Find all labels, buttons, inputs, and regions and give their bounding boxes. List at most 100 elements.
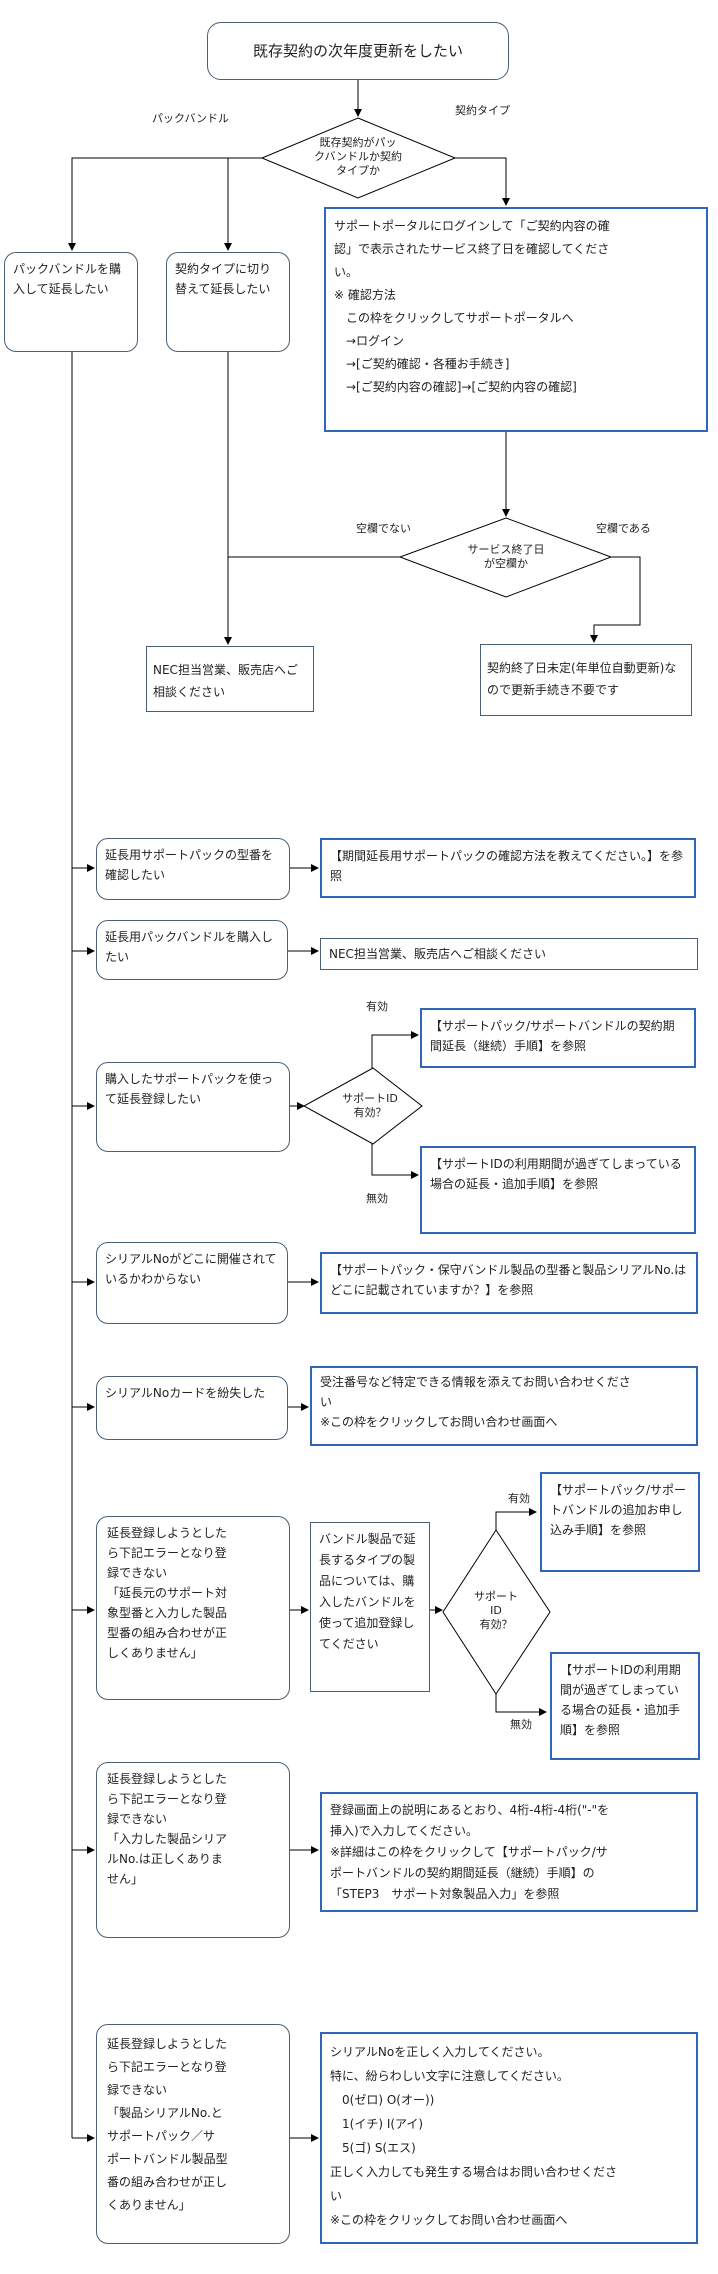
- decision1-diamond: [260, 117, 457, 199]
- row1-question-box: 延長用サポートパックの型番を確認したい: [96, 838, 290, 900]
- row8-question-line: 番の組み合わせが正し: [107, 2175, 228, 2189]
- row6-decision-label: サポート ID 有効？: [456, 1590, 536, 1632]
- row8-answer-line: い: [330, 2189, 343, 2203]
- row2-question-box: 延長用パックバンドルを購入したい: [96, 920, 288, 980]
- row7-answer-line: 挿入)で入力してください。: [330, 1824, 478, 1838]
- row6-label-invalid: 無効: [510, 1718, 532, 1731]
- row7-question-line: 録できない: [107, 1812, 168, 1826]
- row8-question-line: 「製品シリアルNo.と: [107, 2106, 223, 2120]
- row7-answer-line: ポートバンドルの契約期間延長（継続）手順】の: [330, 1866, 595, 1880]
- row6-question-line: 型番の組み合わせが正: [107, 1626, 228, 1640]
- row8-answer-line: 1(イチ) I(アイ): [330, 2117, 424, 2131]
- row3-label-valid: 有効: [366, 1000, 388, 1013]
- row8-answer-line: 正しく入力しても発生する場合はお問い合わせくださ: [330, 2165, 618, 2179]
- decision1-label: 既存契約がパッ クバンドルか契約 タイプか: [280, 136, 436, 178]
- row1-answer-box[interactable]: 【期間延長用サポートパックの確認方法を教えてください。】を参照: [320, 838, 696, 898]
- row7-question-line: ルNo.は正しくありま: [107, 1852, 223, 1866]
- portal-line: →ログイン: [334, 334, 405, 348]
- row3-decision-line: サポートID: [342, 1092, 398, 1105]
- row8-question-line: 延長登録しようとした: [107, 2037, 228, 2051]
- flow-title: 既存契約の次年度更新をしたい: [207, 22, 509, 80]
- edge-decision1-pack: [68, 157, 262, 251]
- row6-question-line: しくありません」: [107, 1646, 203, 1660]
- portal-line: この枠をクリックしてサポートポータルへ: [334, 311, 574, 325]
- row6-question-line: 延長登録しようとした: [107, 1526, 228, 1540]
- row3-label-invalid: 無効: [366, 1192, 388, 1205]
- row8-answer-line: 0(ゼロ) O(オー)): [330, 2093, 435, 2107]
- row6-middle-box: バンドル製品で延長するタイプの製品については、購入したバンドルを使って追加登録し…: [310, 1522, 430, 1692]
- row5-answer-line: ※この枠をクリックしてお問い合わせ画面へ: [320, 1415, 558, 1429]
- row4-question-box: シリアルNoがどこに開催されているかわからない: [96, 1242, 288, 1324]
- row7-answer-line: 登録画面上の説明にあるとおり、4桁-4桁-4桁("-"を: [330, 1803, 610, 1817]
- row6-question-box: 延長登録しようとした ら下記エラーとなり登 録できない 「延長元のサポート対 象…: [96, 1516, 290, 1700]
- row8-answer-line: ※この枠をクリックしてお問い合わせ画面へ: [330, 2213, 568, 2227]
- branch1-left-label: パックバンドル: [152, 112, 229, 125]
- decision1-line: クバンドルか契約: [314, 150, 402, 163]
- row7-question-box: 延長登録しようとした ら下記エラーとなり登 録できない 「入力した製品シリア ル…: [96, 1762, 290, 1938]
- row3-answer-invalid-box[interactable]: 【サポートIDの利用期間が過ぎてしまっている場合の延長・追加手順】を参照: [420, 1146, 696, 1234]
- row3-question-box: 購入したサポートパックを使って延長登録したい: [96, 1062, 290, 1152]
- row3-answer-valid-box[interactable]: 【サポートパック/サポートバンドルの契約期間延長（継続）手順】を参照: [420, 1008, 696, 1068]
- label-empty: 空欄である: [596, 522, 651, 535]
- row6-question-line: 録できない: [107, 1566, 168, 1580]
- portal-line: →[ご契約確認・各種お手続き]: [334, 357, 510, 371]
- row6-decision-line: サポート: [474, 1590, 518, 1603]
- portal-line: →[ご契約内容の確認]→[ご契約内容の確認]: [334, 380, 577, 394]
- row6-question-line: ら下記エラーとなり登: [107, 1546, 227, 1560]
- row3-decision-line: 有効？: [353, 1106, 387, 1119]
- row3-decision-diamond: [302, 1067, 423, 1145]
- auto-renew-box: 契約終了日未定(年単位自動更新)なので更新手続き不要です: [480, 644, 692, 716]
- row7-answer-line: 「STEP3 サポート対象製品入力」を参照: [330, 1887, 560, 1901]
- row7-answer-box[interactable]: 登録画面上の説明にあるとおり、4桁-4桁-4桁("-"を 挿入)で入力してくださ…: [320, 1792, 698, 1912]
- row8-answer-line: 5(ゴ) S(エス): [330, 2141, 416, 2155]
- row7-question-line: せん」: [107, 1872, 144, 1886]
- decision2-label: サービス終了日 が空欄か: [440, 543, 572, 571]
- row7-answer-line: ※詳細はこの枠をクリックして【サポートパック/サ: [330, 1845, 608, 1859]
- decision2-diamond: [398, 517, 613, 598]
- row3-decision-label: サポートID 有効？: [328, 1092, 412, 1120]
- row6-question-line: 「延長元のサポート対: [107, 1586, 228, 1600]
- row7-question-line: ら下記エラーとなり登: [107, 1792, 227, 1806]
- consult-nec-box: NEC担当営業、販売店へご相談ください: [146, 646, 314, 712]
- portal-line: 認」で表示されたサービス終了日を確認してくださ: [334, 242, 610, 256]
- row4-answer-box[interactable]: 【サポートパック・保守バンドル製品の型番と製品シリアルNo.はどこに記載されてい…: [320, 1252, 698, 1314]
- row6-decision-line: 有効？: [479, 1618, 513, 1631]
- switch-contract-box: 契約タイプに切り替えて延長したい: [166, 252, 290, 352]
- row6-label-valid: 有効: [508, 1492, 530, 1505]
- row5-answer-line: 受注番号など特定できる情報を添えてお問い合わせくださ: [320, 1375, 631, 1389]
- branch1-right-label: 契約タイプ: [455, 104, 510, 117]
- row6-question-line: 象型番と入力した製品: [107, 1606, 228, 1620]
- pack-buy-box: パックバンドルを購入して延長したい: [4, 252, 138, 352]
- edge-decision2-empty: [590, 556, 641, 643]
- row8-answer-box[interactable]: シリアルNoを正しく入力してください。 特に、紛らわしい文字に注意してください。…: [320, 2032, 698, 2244]
- row8-question-line: くありません」: [107, 2198, 191, 2212]
- portal-line: ※ 確認方法: [334, 288, 396, 302]
- row8-question-line: サポートパック／サ: [107, 2129, 216, 2143]
- label-not-empty: 空欄でない: [356, 522, 411, 535]
- decision2-line: が空欄か: [484, 557, 528, 570]
- portal-instructions-box[interactable]: サポートポータルにログインして「ご契約内容の確 認」で表示されたサービス終了日を…: [324, 207, 708, 432]
- row8-question-line: 録できない: [107, 2083, 168, 2097]
- row8-answer-line: 特に、紛らわしい文字に注意してください。: [330, 2069, 569, 2083]
- row6-answer-invalid-box[interactable]: 【サポートIDの利用期間が過ぎてしまっている場合の延長・追加手順】を参照: [550, 1652, 700, 1760]
- decision1-line: 既存契約がパッ: [319, 136, 397, 149]
- row5-question-box: シリアルNoカードを紛失した: [96, 1376, 288, 1440]
- portal-line: サポートポータルにログインして「ご契約内容の確: [334, 219, 610, 233]
- row8-question-line: ら下記エラーとなり登: [107, 2060, 227, 2074]
- row6-decision-diamond: [442, 1529, 551, 1695]
- row5-answer-line: い: [320, 1395, 333, 1409]
- row8-question-line: ポートバンドル製品型: [107, 2152, 228, 2166]
- row6-decision-line: ID: [490, 1604, 502, 1617]
- row7-question-line: 「入力した製品シリア: [107, 1832, 228, 1846]
- portal-line: い。: [334, 265, 359, 279]
- decision1-line: タイプか: [336, 164, 380, 177]
- row7-question-line: 延長登録しようとした: [107, 1772, 228, 1786]
- row8-answer-line: シリアルNoを正しく入力してください。: [330, 2045, 550, 2059]
- edge-decision1-portal: [455, 157, 510, 206]
- decision2-line: サービス終了日: [467, 543, 545, 556]
- row2-answer-box: NEC担当営業、販売店へご相談ください: [320, 938, 698, 970]
- row5-answer-box[interactable]: 受注番号など特定できる情報を添えてお問い合わせくださ い ※この枠をクリックして…: [310, 1366, 698, 1446]
- row8-question-box: 延長登録しようとした ら下記エラーとなり登 録できない 「製品シリアルNo.と …: [96, 2024, 290, 2244]
- row6-answer-valid-box[interactable]: 【サポートパック/サポートバンドルの追加お申し込み手順】を参照: [540, 1472, 700, 1572]
